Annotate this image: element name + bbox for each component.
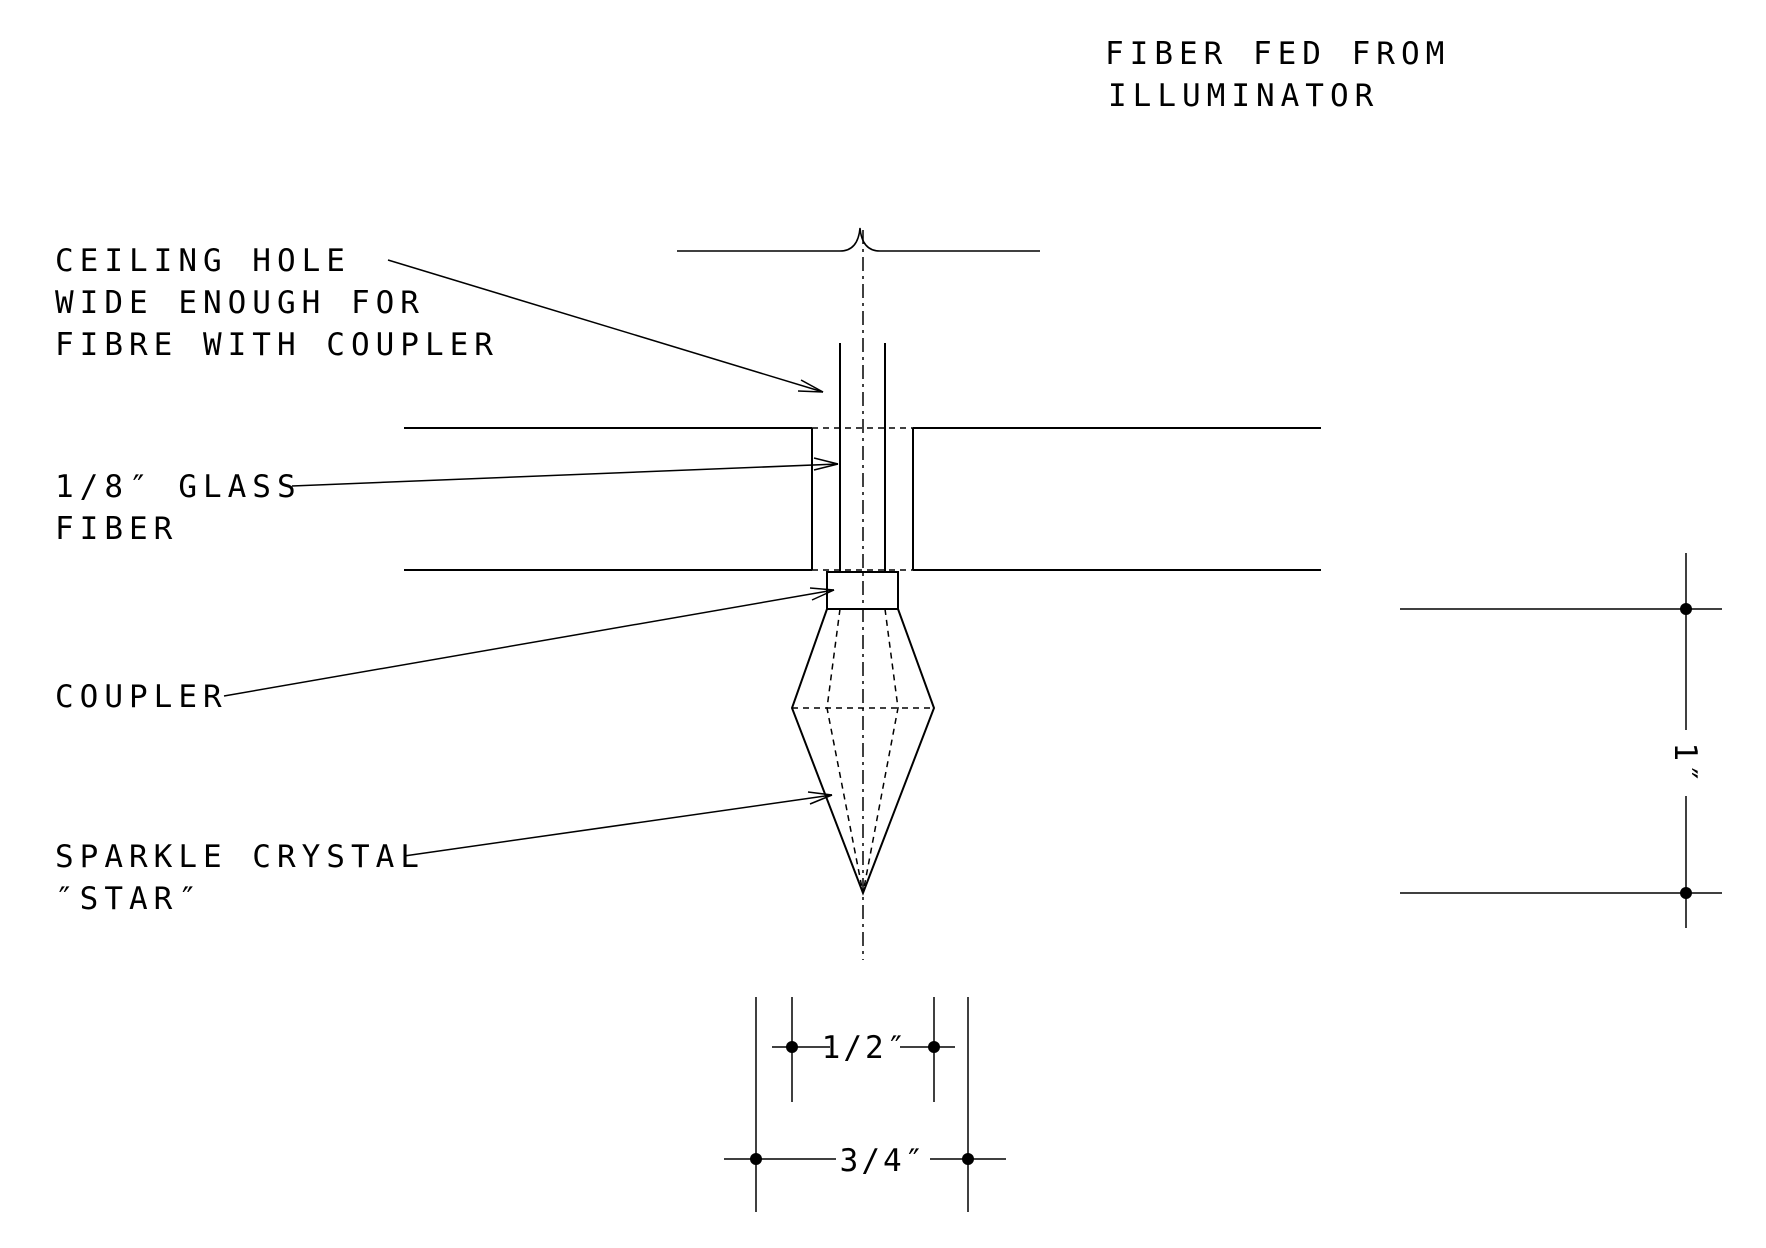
glass-fiber-label-line2: FIBER (55, 511, 178, 547)
fiber-fed-label-line1: FIBER FED FROM (1105, 36, 1450, 72)
glass-fiber (839, 343, 886, 572)
height-dimension (1400, 553, 1722, 928)
fiber-fed-label-line2: ILLUMINATOR (1108, 78, 1379, 114)
sparkle-crystal-star (790, 608, 936, 896)
ceiling-hole-label-line1: CEILING HOLE (55, 243, 351, 279)
sparkle-crystal-leader (403, 791, 833, 857)
inner-width-dimension (772, 997, 955, 1102)
outer-width-dimension (724, 997, 1006, 1212)
outer-width-dimension-text: 3/4″ (840, 1143, 927, 1179)
sparkle-crystal-label-line2: ″STAR″ (55, 881, 203, 917)
glass-fiber-leader (291, 457, 839, 487)
ceiling-hole-label-line3: FIBRE WITH COUPLER (55, 327, 499, 363)
ceiling-hole (811, 427, 914, 571)
coupler-label: COUPLER (55, 679, 228, 715)
sparkle-crystal-label-line1: SPARKLE CRYSTAL (55, 839, 425, 875)
height-dimension-text: 1″ (1667, 742, 1703, 785)
inner-width-dimension-text: 1/2″ (822, 1030, 909, 1066)
ceiling-hole-label-line2: WIDE ENOUGH FOR (55, 285, 425, 321)
coupler-leader (223, 587, 835, 697)
ceiling-hole-leader (387, 259, 824, 393)
fiber-break-line (677, 227, 1040, 252)
glass-fiber-label-line1: 1/8″ GLASS (55, 469, 302, 505)
